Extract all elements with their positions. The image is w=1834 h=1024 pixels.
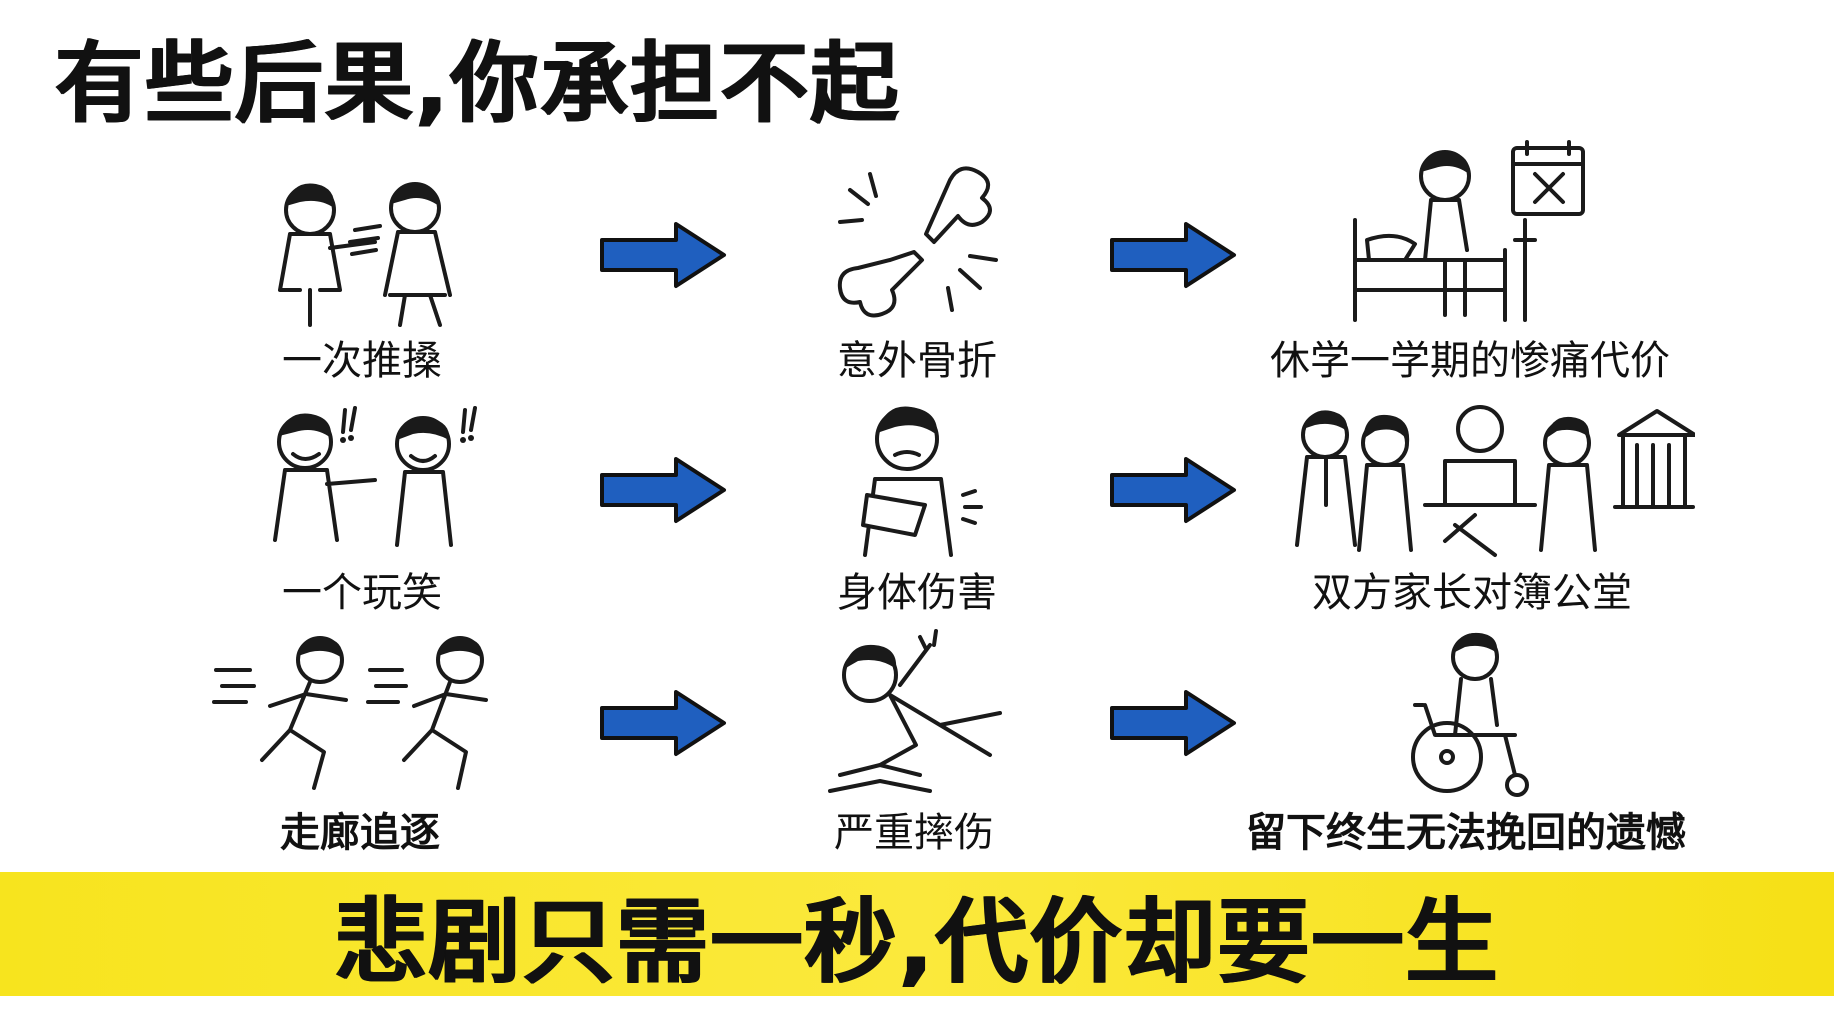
row-2-cause-label: 一个玩笑 xyxy=(282,570,442,616)
broken-bone-icon xyxy=(837,166,998,318)
row-3-effect-illustration xyxy=(820,625,1020,800)
banner-slogan: 悲剧只需一秒,代价却要一生 xyxy=(334,888,1500,996)
court-dispute-icon xyxy=(1295,405,1695,557)
row-1-cause-label: 一次推搡 xyxy=(282,338,442,384)
bottom-banner: 悲剧只需一秒,代价却要一生 xyxy=(0,872,1834,996)
row-2-effect-label: 身体伤害 xyxy=(837,570,997,616)
row-2-outcome-illustration xyxy=(1275,395,1695,560)
row-3-outcome-illustration xyxy=(1405,625,1545,800)
page-title: 有些后果,你承担不起 xyxy=(55,32,901,135)
arrow-right-icon xyxy=(600,222,726,288)
arrow-right-icon xyxy=(1110,690,1236,756)
row-1-outcome-label: 休学一学期的惨痛代价 xyxy=(1270,338,1670,384)
wheelchair-icon xyxy=(1411,632,1529,797)
arrow-right-icon xyxy=(1110,222,1236,288)
row-2-cause-illustration xyxy=(245,400,495,560)
pushing-students-icon xyxy=(278,182,452,327)
running-students-icon xyxy=(212,636,488,790)
arrow-right-icon xyxy=(600,457,726,523)
row-2-effect-illustration xyxy=(845,395,995,560)
row-3-outcome-label: 留下终生无法挽回的遗憾 xyxy=(1246,810,1686,856)
consequence-grid: 一次推搡 意外骨折 休学一学期的惨痛代价 xyxy=(210,140,1695,856)
laughing-pointing-students-icon xyxy=(273,406,477,547)
injured-in-bed-calendar-icon xyxy=(1353,140,1585,322)
row-3-effect-label: 严重摔伤 xyxy=(834,810,994,856)
arrow-right-icon xyxy=(1110,457,1236,523)
arrow-right-icon xyxy=(600,690,726,756)
row-2-outcome-label: 双方家长对簿公堂 xyxy=(1312,570,1632,616)
falling-student-icon xyxy=(828,629,1002,793)
row-1-effect-label: 意外骨折 xyxy=(837,338,997,384)
arm-sling-icon xyxy=(861,406,983,557)
row-3-cause-label: 走廊追逐 xyxy=(280,810,440,856)
row-1-outcome-illustration xyxy=(1345,140,1595,330)
row-1-cause-illustration xyxy=(240,170,490,330)
row-1-effect-illustration xyxy=(830,160,1010,330)
row-3-cause-illustration xyxy=(210,630,510,800)
